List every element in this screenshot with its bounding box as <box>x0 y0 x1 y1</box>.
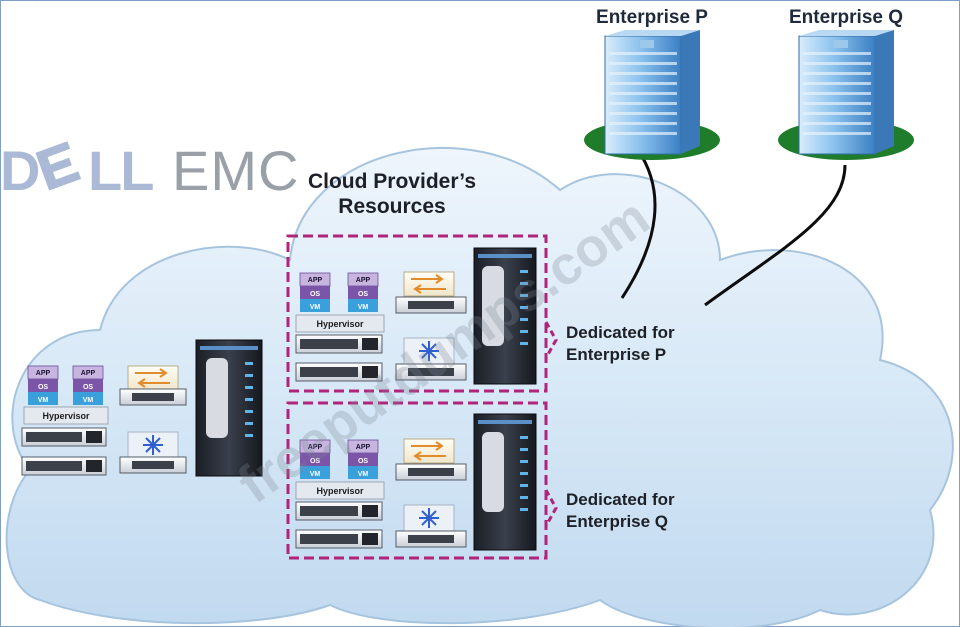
svg-text:Dedicated for: Dedicated for <box>566 490 675 509</box>
network-links <box>620 149 847 307</box>
svg-text:APP: APP <box>356 444 371 451</box>
dedicated-label-q: Dedicated for Enterprise Q <box>566 490 675 531</box>
dell-rotated-e <box>35 141 82 191</box>
hypervisor-label: Hypervisor <box>316 486 364 496</box>
shared-resource-pool: APP OS VM APP OS VM Hypervisor <box>21 339 263 477</box>
svg-text:APP: APP <box>308 444 323 451</box>
dedicated-label-p: Dedicated for Enterprise P <box>566 323 675 364</box>
cloud-shape <box>5 147 954 627</box>
svg-text:VM: VM <box>358 471 369 478</box>
hypervisor-label: Hypervisor <box>316 319 364 329</box>
storage-switch-icon <box>395 337 467 381</box>
cloud-title: Cloud Provider’s Resources <box>308 170 476 218</box>
svg-text:APP: APP <box>356 277 371 284</box>
svg-text:D: D <box>0 139 39 202</box>
svg-text:OS: OS <box>358 291 368 298</box>
svg-text:VM: VM <box>310 471 321 478</box>
svg-text:VM: VM <box>38 397 49 404</box>
svg-text:OS: OS <box>83 384 93 391</box>
svg-text:OS: OS <box>310 291 320 298</box>
enterprise-p-label: Enterprise P <box>596 7 708 28</box>
svg-text:OS: OS <box>358 458 368 465</box>
svg-text:VM: VM <box>83 397 94 404</box>
vm-stack: APP OS VM <box>347 439 379 479</box>
dell-emc-logo: D LL EMC <box>0 139 299 202</box>
compute-server-icon <box>295 362 383 382</box>
vm-stack: APP OS VM <box>347 272 379 312</box>
svg-text:LL: LL <box>88 139 153 202</box>
compute-server-icon <box>295 334 383 354</box>
svg-text:OS: OS <box>310 458 320 465</box>
dedicated-box-enterprise-q: APP OS VM APP OS VM Hypervisor <box>286 401 558 560</box>
hypervisor-label: Hypervisor <box>42 411 90 421</box>
server-rack-icon <box>195 339 263 477</box>
svg-text:VM: VM <box>358 304 369 311</box>
enterprise-q-label: Enterprise Q <box>789 7 903 28</box>
svg-text:Cloud Provider’s: Cloud Provider’s <box>308 170 476 193</box>
svg-text:EMC: EMC <box>172 139 299 202</box>
compute-server-icon <box>295 529 383 549</box>
storage-switch-icon <box>119 431 187 474</box>
vm-stack: APP OS VM <box>299 439 331 479</box>
enterprise-q: Enterprise Q <box>778 7 914 160</box>
compute-server-icon <box>295 501 383 521</box>
building-icon <box>584 30 720 160</box>
svg-text:APP: APP <box>308 277 323 284</box>
switch-icon <box>395 438 467 481</box>
vm-stack: APP OS VM <box>72 365 104 405</box>
svg-text:Enterprise P: Enterprise P <box>566 345 666 364</box>
svg-text:Dedicated for: Dedicated for <box>566 323 675 342</box>
svg-text:APP: APP <box>81 370 96 377</box>
compute-server-icon <box>21 427 107 447</box>
svg-text:APP: APP <box>36 370 51 377</box>
switch-icon <box>395 271 467 314</box>
server-rack-icon <box>473 413 537 551</box>
building-icon <box>778 30 914 160</box>
server-rack-icon <box>473 247 537 385</box>
vm-stack: APP OS VM <box>299 272 331 312</box>
vm-stack: APP OS VM <box>27 365 59 405</box>
dedicated-box-enterprise-p: APP OS VM APP OS VM Hypervisor <box>286 234 558 393</box>
switch-icon <box>119 365 187 406</box>
compute-server-icon <box>21 456 107 476</box>
svg-text:Resources: Resources <box>338 195 445 218</box>
svg-text:VM: VM <box>310 304 321 311</box>
enterprise-p: Enterprise P <box>584 7 720 160</box>
storage-switch-icon <box>395 504 467 548</box>
svg-text:Enterprise Q: Enterprise Q <box>566 512 668 531</box>
svg-text:OS: OS <box>38 384 48 391</box>
